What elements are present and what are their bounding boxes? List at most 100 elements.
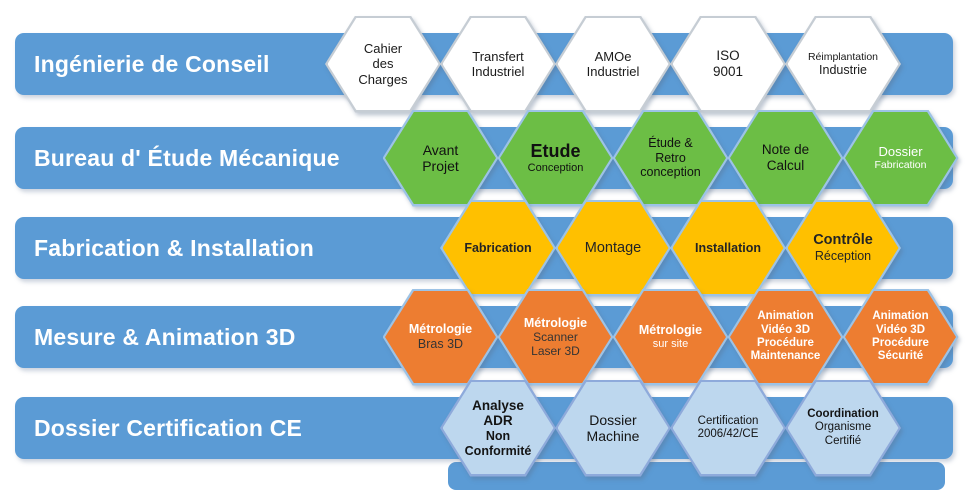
hexagon-label-line: Projet	[422, 158, 459, 174]
category-bar-label: Bureau d' Étude Mécanique	[34, 144, 340, 171]
hexagon-label-line: Métrologie	[523, 315, 588, 330]
hexagon: Fabrication	[440, 199, 556, 297]
hexagon-label-line: Conformité	[464, 443, 532, 458]
hexagon-label-line: Étude &	[648, 136, 693, 151]
hexagon-label: Fabrication	[444, 204, 552, 293]
hexagon-label-line: Procédure	[757, 337, 814, 349]
hexagon-label-line: Coordination	[807, 407, 879, 420]
hexagon-label-line: Sécurité	[877, 350, 924, 363]
hexagon-label: Installation	[674, 204, 782, 293]
hexagon-label-line: Note de	[761, 142, 810, 158]
hexagon-label-line: Machine	[586, 428, 640, 444]
hexagon-label-line: Animation	[872, 310, 929, 323]
hexagon-label-line: Vidéo 3D	[876, 323, 925, 336]
hexagon-label-line: Laser 3D	[531, 344, 580, 359]
hexagon-label-line: Bras 3D	[417, 337, 464, 351]
hexagon-label-line: Calcul	[766, 158, 805, 173]
hexagon-label-line: Analyse	[472, 397, 524, 413]
hexagon-label-line: Animation	[757, 310, 814, 323]
hexagon-label-line: Transfert	[472, 48, 524, 64]
hexagon-label-line: Réimplantation	[807, 50, 879, 63]
hexagon-label-line: Avant	[422, 141, 459, 158]
hexagon-label-line: Réception	[814, 249, 872, 264]
hexagon-label-line: Cahier	[363, 41, 403, 57]
hexagon-label-line: Certifié	[824, 434, 862, 447]
hexagon-label-line: 9001	[712, 64, 744, 79]
hexagon-label-line: Certification	[697, 414, 759, 427]
hexagon-label: Montage	[559, 204, 667, 293]
hexagon-label-line: Dossier	[878, 144, 923, 160]
hexagon-label-line: ADR	[483, 413, 513, 429]
hexagon-label-line: Contrôle	[813, 232, 873, 249]
category-bar-label: Dossier Certification CE	[34, 414, 303, 441]
hexagon-label-line: des	[372, 56, 394, 72]
hexagon-label-line: Industriel	[586, 64, 640, 79]
hexagon-label-line: Fabrication	[874, 159, 927, 172]
hexagon-label-line: Etude	[530, 141, 581, 162]
hexagon-label-line: Métrologie	[638, 323, 703, 338]
hexagon-label-line: Retro	[655, 150, 686, 165]
hexagon-label-line: Industriel	[471, 64, 525, 79]
hexagon-label-line: Vidéo 3D	[761, 323, 810, 336]
hexagon-label-line: conception	[640, 165, 701, 180]
hexagon-label-line: Montage	[584, 239, 642, 256]
hexagon-label-line: Métrologie	[408, 322, 473, 337]
hexagon-label-line: Fabrication	[464, 240, 532, 255]
hexagon-label-line: AMOe	[594, 48, 632, 64]
hexagon-label-line: Maintenance	[750, 350, 821, 363]
category-bar-label: Fabrication & Installation	[34, 234, 314, 261]
hexagon-label-line: Procédure	[872, 337, 929, 349]
hexagon: Montage	[555, 199, 671, 297]
hexagon-label-line: Industrie	[819, 62, 867, 77]
hexagon-label-line: Conception	[527, 162, 584, 175]
hexagon-label-line: Scanner	[533, 330, 578, 345]
hexagon-label-line: Organisme	[814, 421, 872, 434]
hexagon: Installation	[670, 199, 786, 297]
hexagon-label-line: Charges	[358, 71, 408, 87]
hexagon-label-line: 2006/42/CE	[697, 428, 759, 440]
category-bar-label: Mesure & Animation 3D	[34, 323, 296, 350]
hexagon-label-line: ISO	[716, 48, 740, 64]
category-bar-label: Ingénierie de Conseil	[34, 50, 270, 77]
